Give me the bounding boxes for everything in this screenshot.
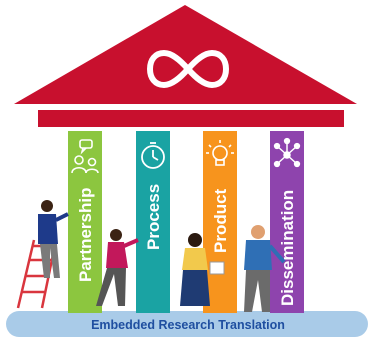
column-partnership: Partnership [68,131,102,313]
network-icon [273,137,301,168]
base-label: Embedded Research Translation [91,318,285,332]
column-dissemination: Dissemination [270,131,304,313]
roof [14,5,357,104]
person-center [180,233,225,306]
person-pushing [96,229,139,306]
column-process: Process [136,131,170,313]
column-product: Product [203,131,237,313]
person-right [244,225,286,312]
person-on-ladder [38,200,69,278]
stopwatch-icon [141,142,165,169]
column-label-dissemination: Dissemination [278,190,297,306]
roof-beam [38,110,344,127]
column-label-partnership: Partnership [76,188,95,282]
lightbulb-icon [206,140,234,166]
people-chat-icon [71,139,99,174]
base-platform [6,311,368,337]
column-label-process: Process [144,184,163,250]
column-label-product: Product [211,188,230,253]
infinity-icon [146,49,230,89]
